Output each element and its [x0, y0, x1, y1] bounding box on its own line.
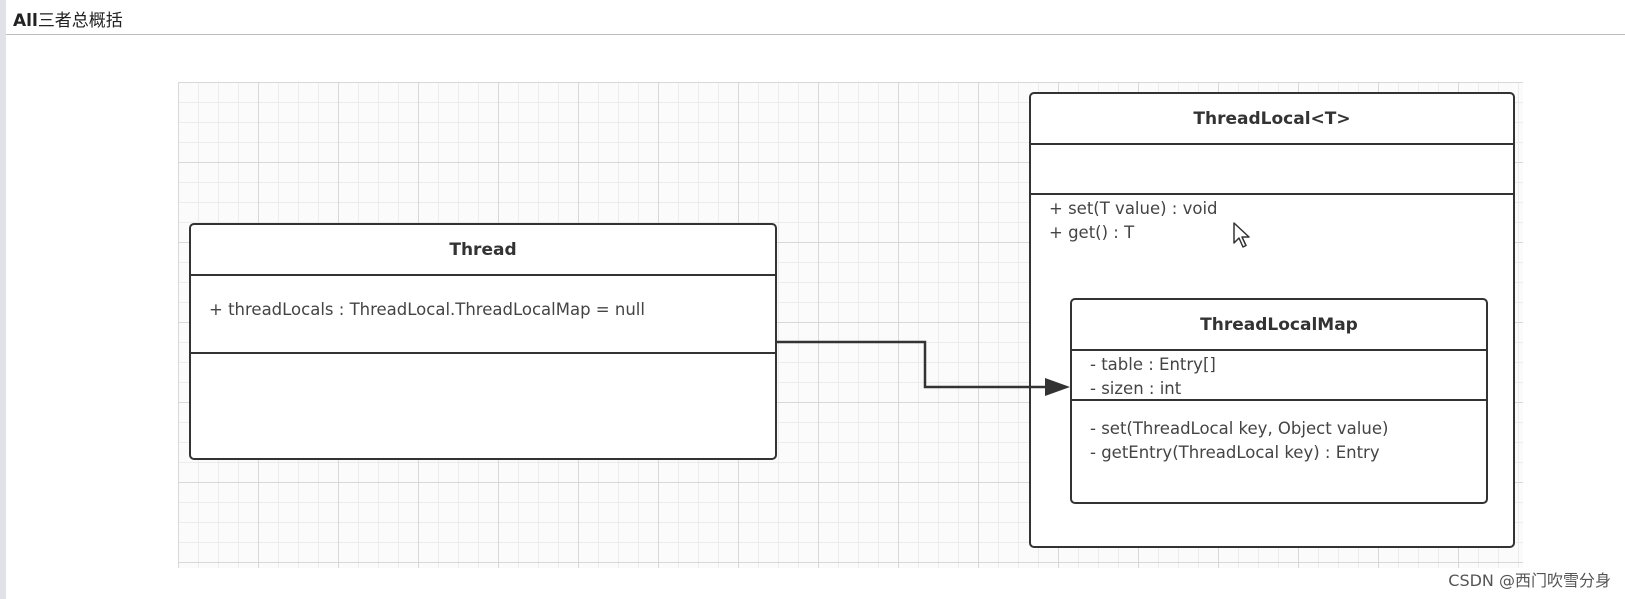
threadlocalmap-class-name: ThreadLocalMap: [1072, 300, 1486, 351]
threadlocalmap-attributes-section: - table : Entry[] - sizen : int: [1072, 351, 1486, 401]
threadlocalmap-attribute-table: - table : Entry[]: [1090, 355, 1216, 374]
title-bar: All三者总概括: [6, 0, 1625, 35]
threadlocalmap-operation-getentry: - getEntry(ThreadLocal key) : Entry: [1090, 443, 1380, 462]
page-title-text: 三者总概括: [37, 11, 123, 31]
threadlocal-operation-get: + get() : T: [1049, 223, 1135, 242]
thread-class-box[interactable]: Thread + threadLocals : ThreadLocal.Thre…: [189, 223, 777, 460]
thread-attribute-threadlocals: + threadLocals : ThreadLocal.ThreadLocal…: [209, 300, 645, 319]
threadlocalmap-class-box[interactable]: ThreadLocalMap - table : Entry[] - sizen…: [1070, 298, 1488, 504]
thread-class-name: Thread: [191, 225, 775, 276]
page-title-prefix: All: [13, 11, 38, 31]
threadlocal-attributes-section: [1031, 145, 1513, 195]
page-title: All三者总概括: [13, 6, 123, 31]
threadlocalmap-attribute-sizen: - sizen : int: [1090, 379, 1182, 398]
threadlocalmap-operations-section: - set(ThreadLocal key, Object value) - g…: [1072, 401, 1486, 465]
watermark: CSDN @西门吹雪分身: [1448, 571, 1611, 590]
mouse-cursor-icon: [1233, 222, 1250, 248]
thread-attributes-section: + threadLocals : ThreadLocal.ThreadLocal…: [191, 276, 775, 354]
threadlocal-operation-set: + set(T value) : void: [1049, 199, 1218, 218]
left-edge: [0, 0, 6, 599]
threadlocal-operations-section: + set(T value) : void + get() : T: [1031, 195, 1513, 245]
threadlocal-class-name: ThreadLocal<T>: [1031, 94, 1513, 145]
threadlocalmap-operation-set: - set(ThreadLocal key, Object value): [1090, 419, 1389, 438]
